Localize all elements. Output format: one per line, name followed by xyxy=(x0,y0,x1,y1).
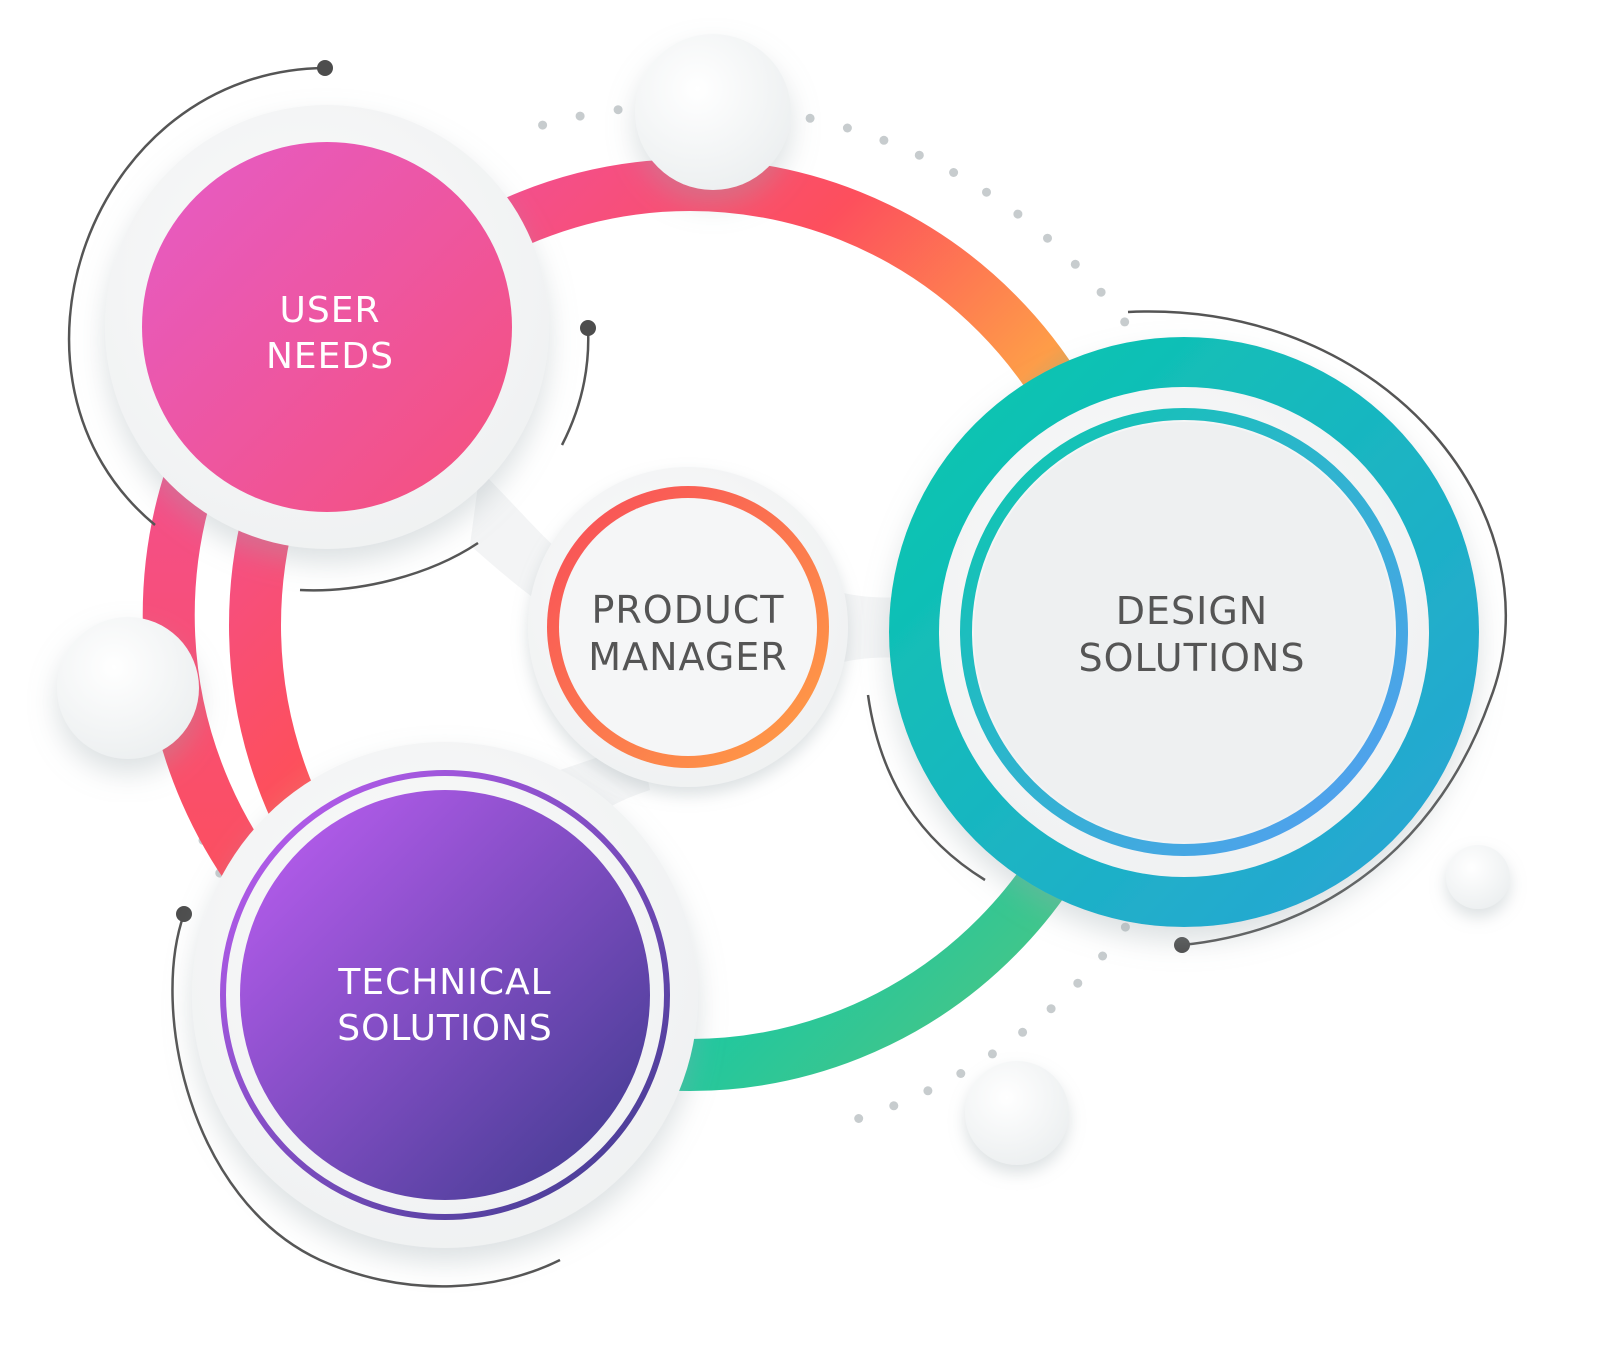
orbit-dot xyxy=(1120,317,1130,327)
technical-solutions-node: TECHNICAL SOLUTIONS xyxy=(192,742,698,1248)
design-solutions-label-line2: SOLUTIONS xyxy=(1079,636,1306,680)
orbit-dot xyxy=(805,113,815,123)
orbit-dot xyxy=(1096,287,1106,297)
orbit-dot xyxy=(538,120,548,130)
technical-solutions-label-line1: TECHNICAL xyxy=(337,962,551,1003)
product-manager-label-line1: PRODUCT xyxy=(591,588,784,632)
orbit-dot xyxy=(1013,209,1023,219)
orbit-dot xyxy=(1073,978,1083,988)
orbit-dot xyxy=(889,1101,899,1111)
orbit-dot xyxy=(1046,1004,1056,1014)
orbit-dot xyxy=(982,187,991,197)
user-needs-label-line1: USER xyxy=(280,290,381,331)
user-needs-label-line2: NEEDS xyxy=(266,336,394,377)
accent-arcs xyxy=(67,66,1507,1288)
decorative-bubbles xyxy=(57,34,1510,1165)
orbit-dot xyxy=(854,1114,864,1123)
orbit-dot xyxy=(613,105,623,115)
user-needs-node: USER NEEDS xyxy=(105,105,549,549)
arc-endpoint-dots xyxy=(176,60,1190,953)
orbit-dot xyxy=(949,168,959,177)
orbit-dot xyxy=(923,1086,933,1096)
orbit-dot xyxy=(1018,1027,1028,1037)
orbit-dot xyxy=(1120,922,1130,932)
technical-solutions-label-line2: SOLUTIONS xyxy=(337,1008,553,1049)
orbit-dot xyxy=(1098,951,1108,961)
orbit-dot xyxy=(914,150,924,160)
design-solutions-node: DESIGN SOLUTIONS xyxy=(889,337,1479,927)
orbit-dot xyxy=(842,123,852,133)
orbit-dot xyxy=(1070,259,1080,269)
product-manager-label-line2: MANAGER xyxy=(588,635,787,679)
design-solutions-label-line1: DESIGN xyxy=(1116,589,1268,633)
orbit-dot xyxy=(987,1049,997,1059)
orbit-dot xyxy=(879,135,889,145)
orbit-dot xyxy=(575,111,585,121)
orbit-dot xyxy=(1043,233,1052,243)
orbit-dot xyxy=(956,1069,966,1078)
product-manager-node: PRODUCT MANAGER xyxy=(528,467,848,787)
